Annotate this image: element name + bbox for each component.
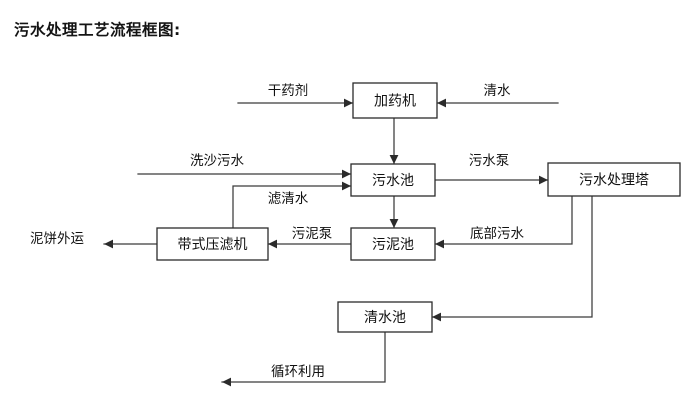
edge-label-dry_chemical: 干药剂 xyxy=(268,83,309,99)
edge-press-to-sewage-pool xyxy=(232,185,352,229)
node-belt_filter_press-box xyxy=(156,227,269,261)
node-treatment_tower[interactable]: 污水处理塔 xyxy=(547,162,681,197)
node-dosing_machine-box xyxy=(352,82,438,119)
edge-clean-water-to-dosing-arrowhead xyxy=(437,98,446,108)
node-dosing_machine[interactable]: 加药机 xyxy=(352,82,438,119)
node-sewage_pool[interactable]: 污水池 xyxy=(350,163,436,197)
edge-label-filtered_water: 滤清水 xyxy=(268,191,309,207)
edge-tower-bottom-to-sludge-pool xyxy=(434,195,573,245)
node-sludge_pool-label: 污泥池 xyxy=(372,237,414,253)
edge-tower-bottom-to-sludge-pool-arrowhead xyxy=(435,239,444,249)
edge-sewage-pool-to-sludge-pool-arrowhead xyxy=(389,219,399,228)
node-belt_filter_press[interactable]: 带式压滤机 xyxy=(156,227,269,261)
edge-label-sludge_pump: 污泥泵 xyxy=(292,226,333,242)
node-sludge_pool-box xyxy=(350,227,436,261)
node-sludge_pool[interactable]: 污泥池 xyxy=(350,227,436,261)
edge-dosing-to-sewage-pool-arrowhead xyxy=(389,155,399,164)
node-sewage_pool-label: 污水池 xyxy=(372,173,414,189)
node-belt_filter_press-label: 带式压滤机 xyxy=(178,237,248,253)
edge-label-clean_water_in: 清水 xyxy=(484,83,511,99)
node-treatment_tower-box xyxy=(547,162,681,197)
node-dosing_machine-label: 加药机 xyxy=(374,94,416,110)
node-clear_water_pool[interactable]: 清水池 xyxy=(337,301,433,333)
edge-clear-water-pool-to-recycle-arrowhead xyxy=(222,377,231,387)
edge-tower-to-clear-water-pool-arrowhead xyxy=(432,312,441,322)
edge-tower-to-clear-water-pool xyxy=(431,195,593,318)
edge-sand-wash-to-sewage-pool-arrowhead xyxy=(342,169,351,179)
edge-label-sewage_pump: 污水泵 xyxy=(469,153,510,169)
node-treatment_tower-label: 污水处理塔 xyxy=(579,173,649,189)
node-clear_water_pool-label: 清水池 xyxy=(364,310,406,326)
edge-label-bottom_sewage: 底部污水 xyxy=(470,226,524,242)
edge-label-mud_cake_out: 泥饼外运 xyxy=(30,231,84,247)
node-sewage_pool-box xyxy=(350,163,436,197)
edge-sludge-pool-to-press-arrowhead xyxy=(268,239,277,249)
arrowheads-layer xyxy=(104,98,548,387)
edge-press-to-mud-cake-out-arrowhead xyxy=(104,239,113,249)
node-clear_water_pool-box xyxy=(337,301,433,333)
edge-label-recycle_reuse: 循环利用 xyxy=(271,364,325,380)
edge-dry-chemical-to-dosing-arrowhead xyxy=(344,98,353,108)
edge-label-sand_wash_sewage: 洗沙污水 xyxy=(190,153,244,169)
edge-sewage-pool-to-tower-arrowhead xyxy=(539,175,548,185)
edge-press-to-sewage-pool-arrowhead xyxy=(342,181,351,191)
page-title: 污水处理工艺流程框图: xyxy=(14,21,181,39)
edge-clear-water-pool-to-recycle xyxy=(221,331,386,383)
